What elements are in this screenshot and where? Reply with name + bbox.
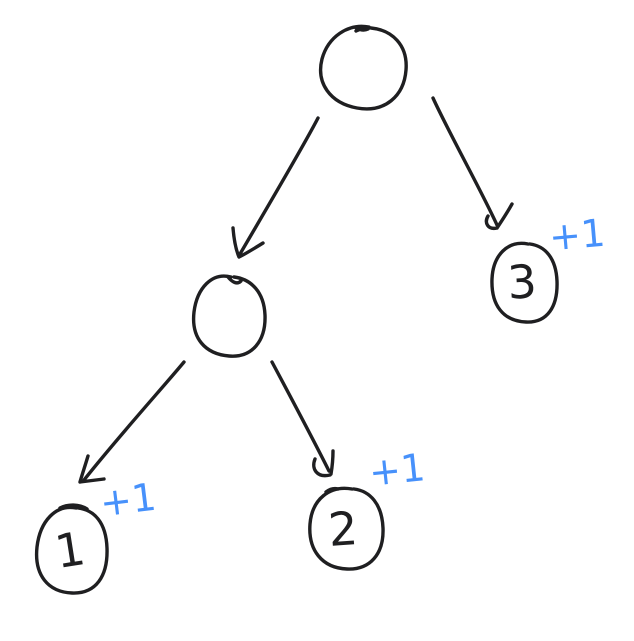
edge-internal-leaf2 [270,360,331,473]
edge-internal-leaf2-arrowhead [312,449,335,478]
leaf1-node-label: 1 [51,521,88,579]
leaf2-node-pen-quirk [324,486,340,494]
leaf2-node-label: 2 [327,501,360,557]
internal-node-pen-quirk [226,275,243,285]
edge-internal-leaf1-arrowhead [78,454,106,484]
edge-internal-leaf1 [82,360,186,482]
edge-root-internal-arrowhead [231,226,265,259]
leaf2-node-circle [308,486,385,571]
leaf1-node-pen-quirk [58,503,89,511]
leaf2-annotation: +1 [367,445,427,495]
root-node-circle [319,24,408,111]
leaf3-node-circle [490,241,559,324]
leaf3-annotation: +1 [547,211,607,260]
edge-root-leaf3 [431,96,499,227]
internal-node-circle [191,274,267,358]
edge-root-leaf3-arrowhead [484,202,514,231]
leaf1-annotation: +1 [98,475,159,526]
leaf1-node-circle [34,505,109,595]
root-node-pen-quirk [354,26,370,32]
edge-root-internal [238,116,320,256]
leaf3-node-label: 3 [506,254,538,309]
